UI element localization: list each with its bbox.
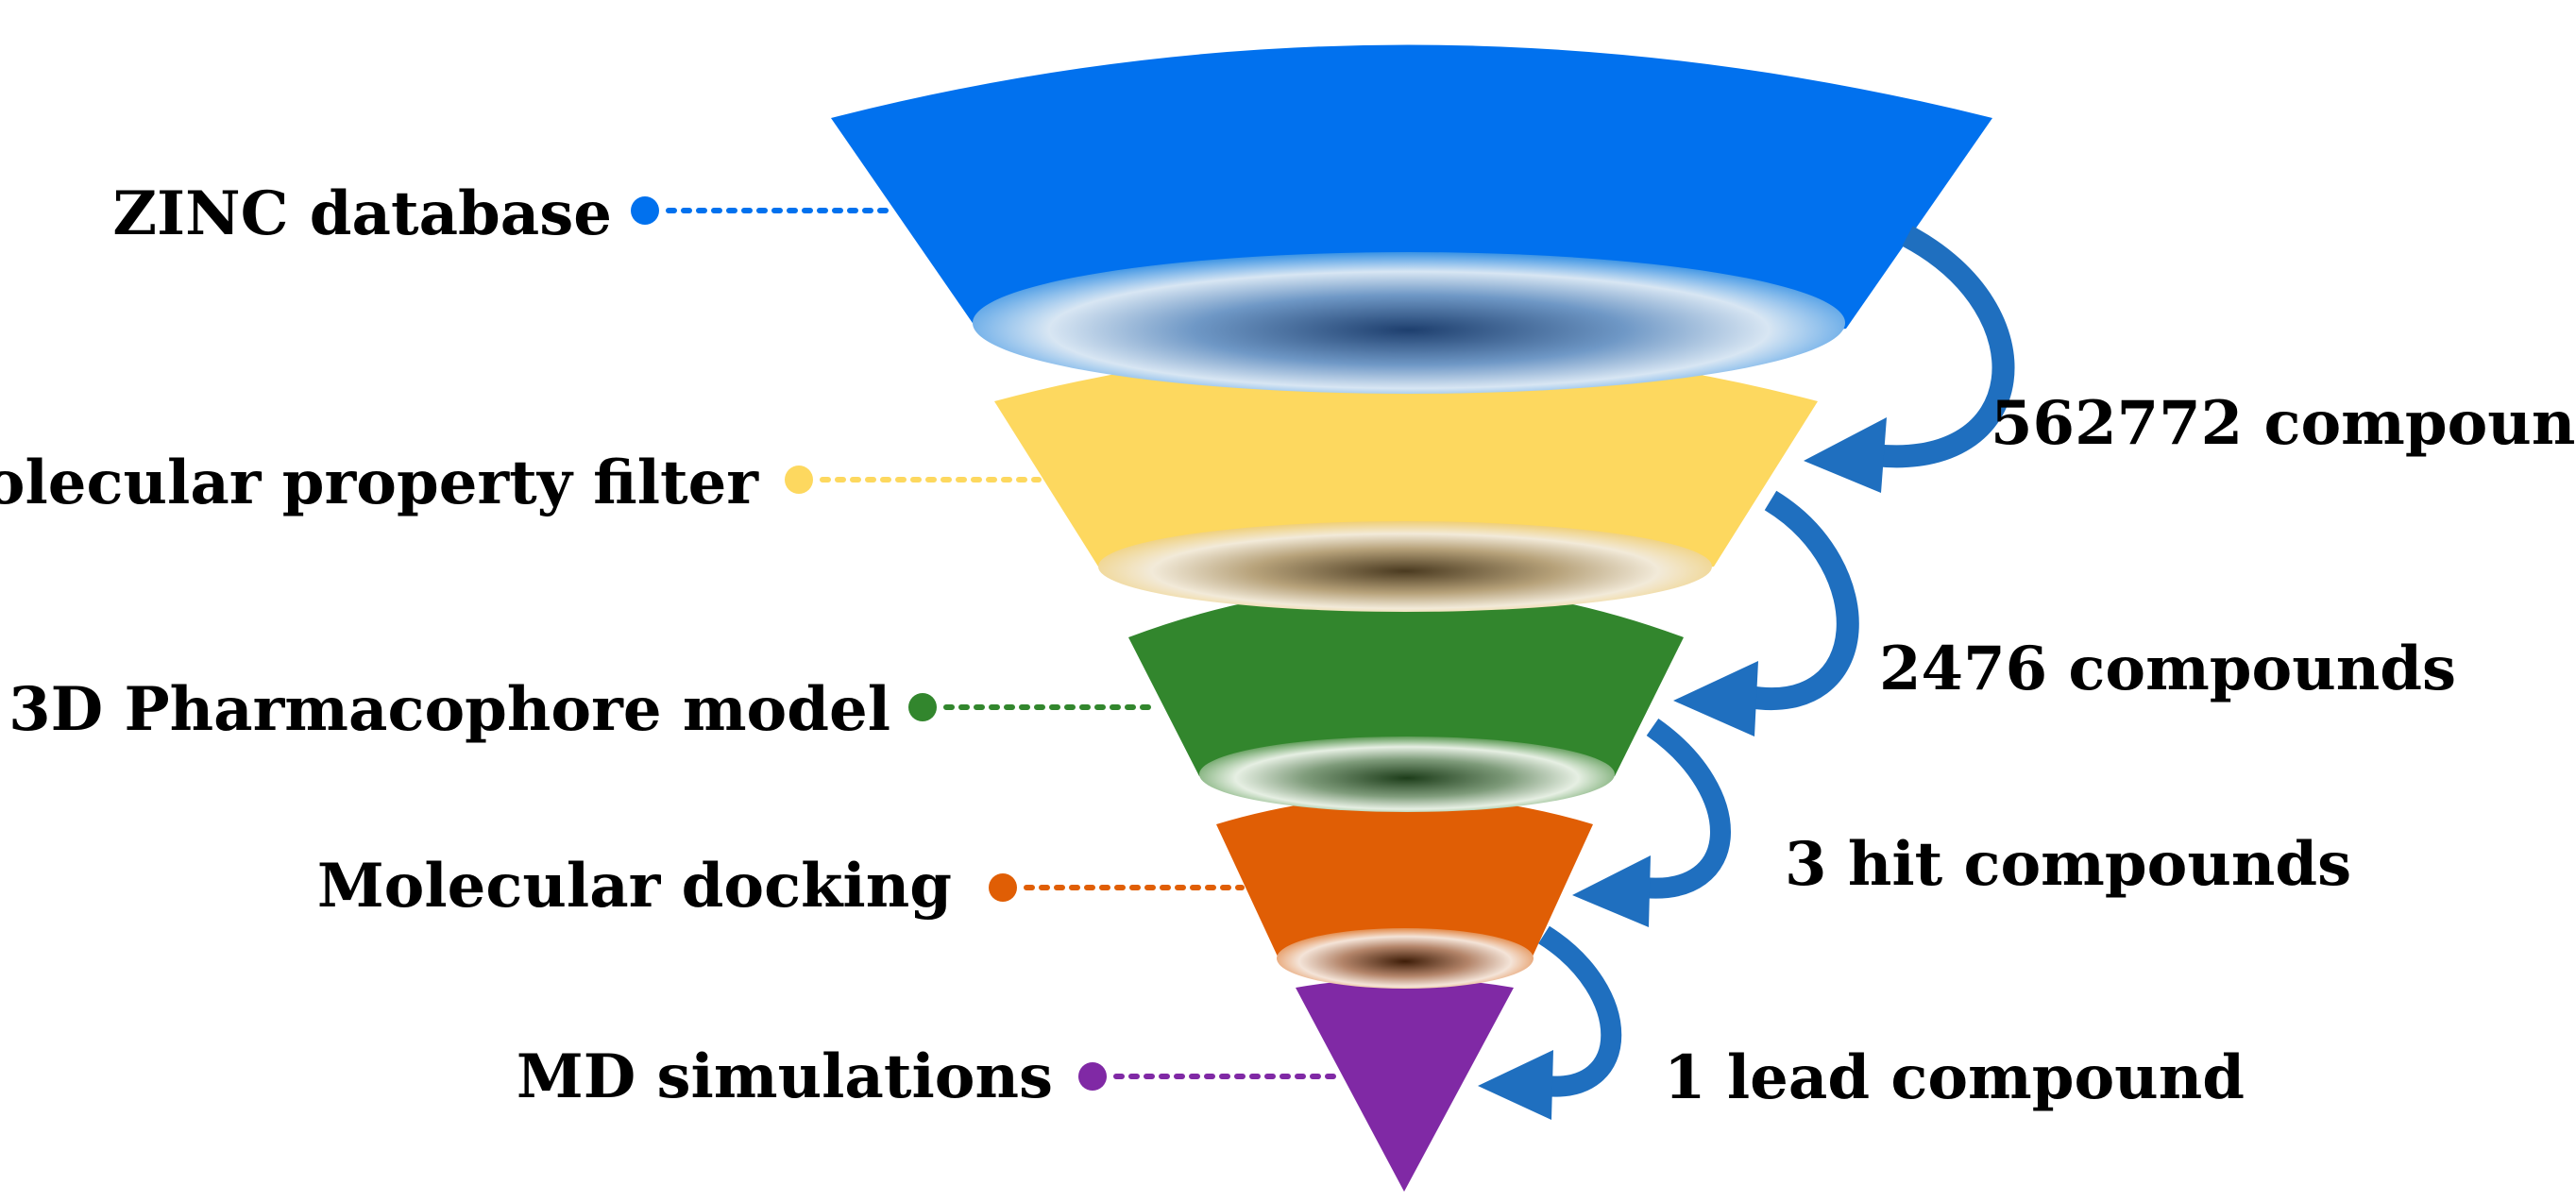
curved-arrow-shaft <box>1537 925 1622 1097</box>
curved-arrow-shaft <box>1873 226 2015 468</box>
funnel-layer-md-simulations <box>1296 978 1514 1192</box>
transition-arrows <box>1478 226 2015 1120</box>
funnel-layer-pharmacophore <box>1128 585 1684 799</box>
stage-label: Molecular docking <box>317 851 952 922</box>
curved-arrow-2 <box>1673 490 1859 736</box>
stage-marker-dot <box>1078 1062 1107 1091</box>
funnel-layer-molecular-docking <box>1216 796 1593 972</box>
curved-arrow-head <box>1673 661 1758 736</box>
count-label-3-hit: 3 hit compounds <box>1785 829 2351 900</box>
count-label-1-lead: 1 lead compound <box>1664 1042 2245 1113</box>
funnel-rim-property-filter <box>1098 521 1712 612</box>
stage-label: MD simulations <box>517 1041 1053 1112</box>
stage-marker-dot <box>785 466 813 494</box>
curved-arrow-4 <box>1478 925 1622 1120</box>
curved-arrow-head <box>1804 417 1887 493</box>
stage-marker-dot <box>908 693 937 721</box>
curved-arrow-head <box>1478 1050 1553 1120</box>
count-labels: 562772 compounds 2476 compounds 3 hit co… <box>1664 388 2576 1113</box>
count-label-2476: 2476 compounds <box>1879 634 2456 704</box>
stage-marker-dot <box>631 196 659 225</box>
funnel-rim-molecular-docking <box>1277 928 1534 989</box>
curved-arrow-1 <box>1804 226 2015 493</box>
curved-arrow-head <box>1572 855 1651 927</box>
stage-marker-dot <box>989 873 1017 902</box>
curved-arrow-3 <box>1572 718 1731 927</box>
stage-zinc-database: ZINC database <box>112 178 895 249</box>
stage-molecular-property-filter: Molecular property filter <box>0 448 1042 518</box>
stage-molecular-docking: Molecular docking <box>317 851 1245 922</box>
stage-label: Molecular property filter <box>0 448 759 518</box>
funnel-layers <box>831 44 1992 1192</box>
stage-3d-pharmacophore-model: 3D Pharmacophore model <box>8 674 1160 745</box>
stage-label: ZINC database <box>112 178 612 249</box>
funnel-rim-zinc <box>973 252 1845 394</box>
funnel-rim-pharmacophore <box>1199 736 1615 812</box>
stage-md-simulations: MD simulations <box>517 1041 1344 1112</box>
curved-arrow-shaft <box>1747 490 1859 710</box>
curved-arrow-shaft <box>1641 718 1731 899</box>
count-label-562772: 562772 compounds <box>1991 388 2576 459</box>
stage-label: 3D Pharmacophore model <box>8 674 890 745</box>
stage-labels: ZINC database Molecular property filter … <box>0 178 1344 1112</box>
